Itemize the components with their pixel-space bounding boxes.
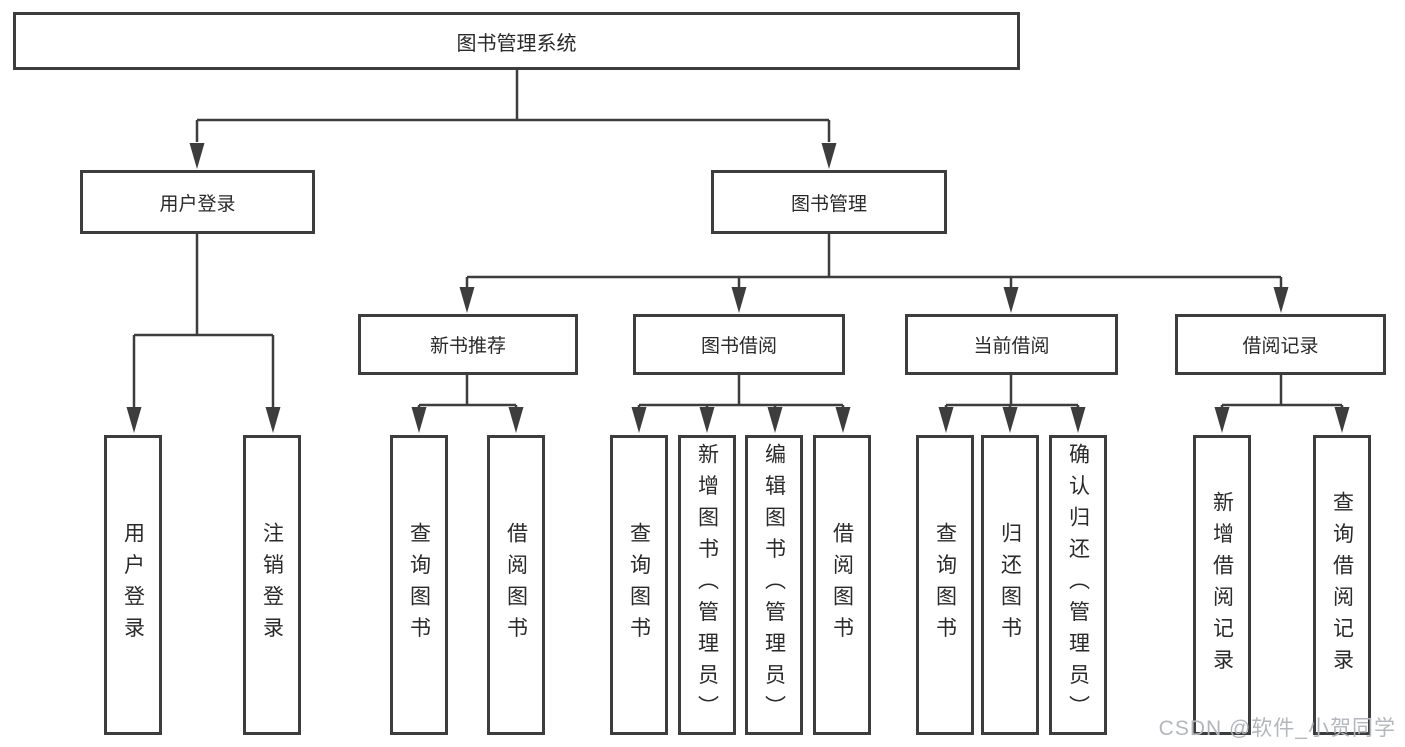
leaf-query-books-recommend: 查询图书 [390,435,448,735]
leaf-logout: 注销登录 [243,435,301,735]
leaf-query-books-current: 查询图书 [916,435,974,735]
node-book-management: 图书管理 [711,170,947,234]
node-label: 用户登录 [159,193,236,215]
leaf-edit-book-admin: 编辑图书（管理员） [745,435,803,735]
node-user-login: 用户登录 [80,170,315,234]
leaf-user-login: 用户登录 [104,435,162,735]
leaf-add-book-admin: 新增图书（管理员） [678,435,736,735]
leaf-return-book: 归还图书 [981,435,1039,735]
node-label: 查询图书 [407,522,431,648]
leaf-add-borrow-record: 新增借阅记录 [1193,435,1251,735]
node-label: 查询图书 [627,522,651,648]
node-label: 注销登录 [260,522,284,648]
node-label: 确认归还（管理员） [1066,443,1090,727]
leaf-query-books-borrow: 查询图书 [610,435,668,735]
node-book-borrow: 图书借阅 [633,314,845,375]
node-label: 借阅图书 [830,522,854,648]
node-label: 图书借阅 [700,336,777,357]
node-label: 归还图书 [998,522,1022,648]
node-label: 用户登录 [121,522,145,648]
node-label: 新增图书（管理员） [695,443,719,727]
node-label: 查询图书 [933,522,957,648]
leaf-query-borrow-record: 查询借阅记录 [1313,435,1371,735]
leaf-borrow-books-borrow: 借阅图书 [813,435,871,735]
leaf-confirm-return-admin: 确认归还（管理员） [1049,435,1107,735]
node-new-book-recommend: 新书推荐 [358,314,578,375]
node-label: 借阅图书 [504,522,528,648]
node-label: 当前借阅 [973,336,1050,357]
node-borrow-records: 借阅记录 [1175,314,1386,375]
csdn-watermark: CSDN @软件_小贺同学 [1158,717,1396,740]
node-label: 图书管理系统 [456,32,577,55]
node-current-borrow: 当前借阅 [905,314,1118,375]
node-label: 查询借阅记录 [1330,490,1354,680]
node-library-system: 图书管理系统 [13,12,1020,70]
node-label: 新增借阅记录 [1210,490,1234,680]
node-label: 借阅记录 [1242,336,1319,357]
leaf-borrow-books-recommend: 借阅图书 [487,435,545,735]
node-label: 图书管理 [790,193,867,215]
node-label: 新书推荐 [429,336,506,357]
node-label: 编辑图书（管理员） [762,443,786,727]
